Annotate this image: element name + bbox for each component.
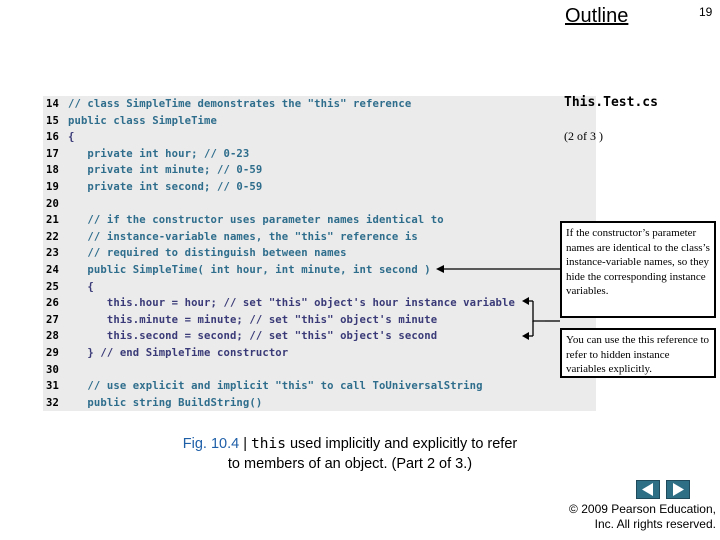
code-text: // required to distinguish between names — [68, 247, 347, 260]
code-text: this.minute = minute; // set "this" obje… — [68, 313, 438, 326]
outline-title: Outline — [565, 5, 629, 27]
next-slide-button[interactable] — [666, 480, 690, 499]
line-number: 14 — [46, 98, 59, 110]
code-text: this.hour = hour; // set "this" object's… — [68, 297, 515, 310]
line-number: 18 — [46, 164, 59, 177]
code-line: 16 { — [43, 129, 74, 145]
code-text: public string BuildString() — [68, 396, 263, 409]
copyright-line-2: Inc. All rights reserved. — [594, 517, 716, 531]
line-number: 28 — [46, 330, 59, 343]
arrow-head-1 — [436, 265, 444, 273]
code-line: 25 { — [43, 279, 94, 295]
line-number: 26 — [46, 297, 59, 310]
code-line: 23 // required to distinguish between na… — [43, 245, 347, 261]
page-number: 19 — [699, 5, 713, 19]
code-text: private int hour; // 0-23 — [68, 147, 250, 160]
file-name: This.Test.cs — [564, 95, 658, 110]
code-line: 15 public class SimpleTime — [43, 113, 217, 129]
code-line: 22 // instance-variable names, the "this… — [43, 229, 418, 245]
code-text: // use explicit and implicit "this" to c… — [68, 380, 483, 393]
code-line: 32 public string BuildString() — [43, 395, 262, 411]
arrow-head-3 — [522, 332, 529, 340]
line-number: 32 — [46, 396, 59, 409]
code-line: 17 private int hour; // 0-23 — [43, 146, 249, 162]
triangle-right-icon — [673, 483, 684, 496]
line-number: 31 — [46, 380, 59, 393]
code-text: private int second; // 0-59 — [68, 181, 263, 193]
code-text: // instance-variable names, the "this" r… — [68, 230, 418, 243]
line-number: 19 — [46, 181, 59, 193]
line-number: 24 — [46, 264, 59, 276]
code-line: 14 // class SimpleTime demonstrates the "… — [43, 96, 411, 112]
callout-this-reference: You can use the this reference to refer … — [560, 328, 716, 378]
code-text: this.second = second; // set "this" obje… — [68, 330, 438, 343]
code-line: 19 private int second; // 0-59 — [43, 179, 262, 195]
code-text: } // end SimpleTime constructor — [68, 347, 289, 359]
line-number: 29 — [46, 347, 59, 359]
line-number: 20 — [46, 197, 59, 210]
line-number: 21 — [46, 214, 59, 227]
line-number: 30 — [46, 363, 59, 376]
copyright: © 2009 Pearson Education, Inc. All right… — [560, 502, 716, 532]
callout-constructor-names: If the constructor’s parameter names are… — [560, 221, 716, 318]
arrow-head-2 — [522, 297, 529, 305]
code-text: private int minute; // 0-59 — [68, 164, 263, 177]
line-number: 22 — [46, 230, 59, 243]
code-line: 26 this.hour = hour; // set "this" objec… — [43, 295, 515, 311]
line-number: 23 — [46, 247, 59, 260]
code-text: public class SimpleTime — [68, 114, 217, 127]
code-line: 31 // use explicit and implicit "this" t… — [43, 378, 483, 394]
code-line: 30 — [43, 362, 68, 378]
code-line: 18 private int minute; // 0-59 — [43, 162, 262, 178]
code-line: 20 — [43, 196, 68, 212]
line-number: 17 — [46, 147, 59, 160]
copyright-line-1: © 2009 Pearson Education, — [569, 502, 716, 516]
code-line: 28 this.second = second; // set "this" o… — [43, 328, 437, 344]
line-number: 15 — [46, 114, 59, 127]
caption-separator: | — [239, 436, 252, 452]
code-text: { — [68, 280, 94, 293]
code-panel: 14 // class SimpleTime demonstrates the "… — [43, 96, 596, 411]
line-number: 27 — [46, 313, 59, 326]
figure-caption: Fig. 10.4 | this used implicitly and exp… — [150, 434, 550, 474]
code-text: // if the constructor uses parameter nam… — [68, 214, 444, 227]
code-text: // class SimpleTime demonstrates the "th… — [68, 98, 412, 110]
code-text: { — [68, 131, 75, 144]
line-number: 25 — [46, 280, 59, 293]
figure-label: Fig. 10.4 — [182, 436, 240, 452]
bracket-line — [532, 301, 545, 322]
code-line: 21 // if the constructor uses parameter … — [43, 212, 444, 228]
caption-text-1: used implicitly and explicitly to refer — [285, 436, 518, 452]
code-line: 27 this.minute = minute; // set "this" o… — [43, 312, 437, 328]
caption-keyword: this — [251, 436, 286, 452]
caption-text-2: to members of an object. (Part 2 of 3.) — [227, 456, 473, 472]
previous-slide-button[interactable] — [636, 480, 660, 499]
code-text: public SimpleTime( int hour, int minute,… — [68, 264, 431, 276]
triangle-left-icon — [642, 483, 653, 496]
part-indicator: (2 of 3 ) — [564, 129, 603, 143]
code-line: 29 } // end SimpleTime constructor — [43, 345, 288, 361]
code-line: 24 public SimpleTime( int hour, int minu… — [43, 262, 431, 278]
line-number: 16 — [46, 131, 59, 144]
